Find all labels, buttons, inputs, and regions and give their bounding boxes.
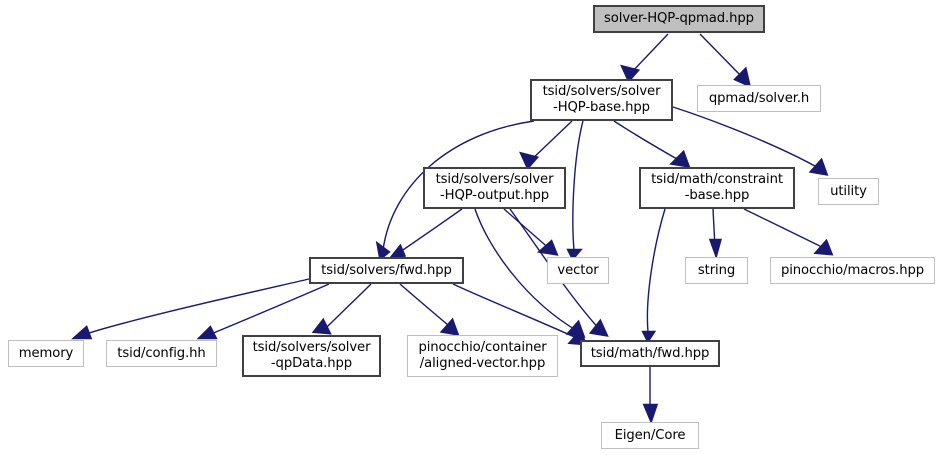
node-label-utility: utility — [830, 183, 867, 199]
edge-arrowhead — [536, 239, 559, 256]
edge-math_fwd-to-eigen_core — [642, 367, 659, 425]
edge-root-to-qpmad_solver — [699, 33, 752, 88]
edge-arrowhead — [196, 325, 218, 340]
node-vector[interactable]: vector — [547, 257, 609, 284]
node-label-qpmad_solver: qpmad/solver.h — [708, 90, 810, 106]
node-tsid_config[interactable]: tsid/config.hh — [106, 340, 217, 367]
edge-solvers_fwd-to-aligned_vector — [399, 283, 460, 336]
node-label-solvers_fwd: tsid/solvers/fwd.hpp — [321, 262, 452, 278]
edge-arrowhead — [669, 149, 691, 168]
edge-arrowhead — [733, 66, 752, 88]
edge-arrowhead — [588, 318, 609, 337]
node-solvers_fwd[interactable]: tsid/solvers/fwd.hpp — [309, 257, 464, 284]
node-label-root: solver-HQP-qpmad.hpp — [604, 11, 754, 27]
node-label-memory: memory — [18, 345, 74, 361]
node-label-pinocchio_macros: pinocchio/macros.hpp — [780, 262, 925, 278]
edge-arrowhead — [519, 151, 540, 171]
edge-arrowhead — [708, 238, 722, 260]
edge-hqp_base-to-vector — [566, 120, 584, 262]
edge-constraint_base-to-pinocchio_macros — [743, 208, 834, 256]
edge-hqp_base-to-utility — [672, 106, 829, 176]
node-root[interactable]: solver-HQP-qpmad.hpp — [593, 5, 765, 33]
edge-solvers_fwd-to-memory — [71, 278, 310, 340]
edge-arrowhead — [311, 317, 332, 335]
edge-constraint_base-to-math_fwd — [641, 208, 666, 344]
node-hqp_base[interactable]: tsid/solvers/solver -HQP-base.hpp — [530, 79, 673, 121]
node-label-constraint_base: tsid/math/constraint -base.hpp — [651, 172, 783, 203]
node-qpdata[interactable]: tsid/solvers/solver -qpData.hpp — [242, 335, 381, 377]
node-label-math_fwd: tsid/math/fwd.hpp — [590, 345, 710, 361]
edge-arrowhead — [565, 319, 586, 338]
node-label-qpdata: tsid/solvers/solver -qpData.hpp — [252, 340, 371, 371]
edge-arrowhead — [375, 240, 391, 262]
edge-arrowhead — [71, 325, 93, 340]
node-label-vector: vector — [557, 262, 599, 278]
edge-arrowhead — [641, 330, 657, 344]
edge-hqp_output-to-solvers_fwd — [385, 208, 463, 262]
node-hqp_output[interactable]: tsid/solvers/solver -HQP-output.hpp — [423, 167, 566, 209]
node-memory[interactable]: memory — [8, 340, 84, 367]
node-qpmad_solver[interactable]: qpmad/solver.h — [697, 85, 821, 112]
edge-arrowhead — [439, 317, 460, 336]
node-label-hqp_output: tsid/solvers/solver -HQP-output.hpp — [435, 172, 554, 203]
node-label-aligned_vector: pinocchio/container /aligned-vector.hpp — [418, 340, 547, 371]
node-pinocchio_macros[interactable]: pinocchio/macros.hpp — [770, 257, 935, 284]
node-label-eigen_core: Eigen/Core — [614, 427, 686, 443]
edge-solvers_fwd-to-tsid_config — [196, 283, 330, 340]
edge-arrowhead — [620, 64, 641, 84]
edge-arrowhead — [808, 157, 829, 176]
edge-arrowhead — [642, 403, 659, 425]
edge-hqp_base-to-constraint_base — [613, 120, 691, 168]
node-utility[interactable]: utility — [818, 178, 879, 205]
node-eigen_core[interactable]: Eigen/Core — [601, 422, 699, 449]
edge-arrowhead — [813, 238, 834, 256]
edge-hqp_base-to-hqp_output — [519, 120, 573, 171]
node-label-tsid_config: tsid/config.hh — [117, 345, 206, 361]
edge-constraint_base-to-string — [708, 208, 722, 260]
edge-solvers_fwd-to-qpdata — [311, 283, 372, 335]
node-label-hqp_base: tsid/solvers/solver -HQP-base.hpp — [542, 84, 661, 115]
node-constraint_base[interactable]: tsid/math/constraint -base.hpp — [639, 167, 795, 209]
edge-hqp_output-to-vector — [503, 208, 559, 256]
node-string[interactable]: string — [685, 257, 748, 284]
edge-root-to-hqp_base — [620, 33, 669, 84]
node-aligned_vector[interactable]: pinocchio/container /aligned-vector.hpp — [407, 335, 558, 377]
node-math_fwd[interactable]: tsid/math/fwd.hpp — [580, 340, 720, 367]
node-label-string: string — [697, 262, 736, 278]
